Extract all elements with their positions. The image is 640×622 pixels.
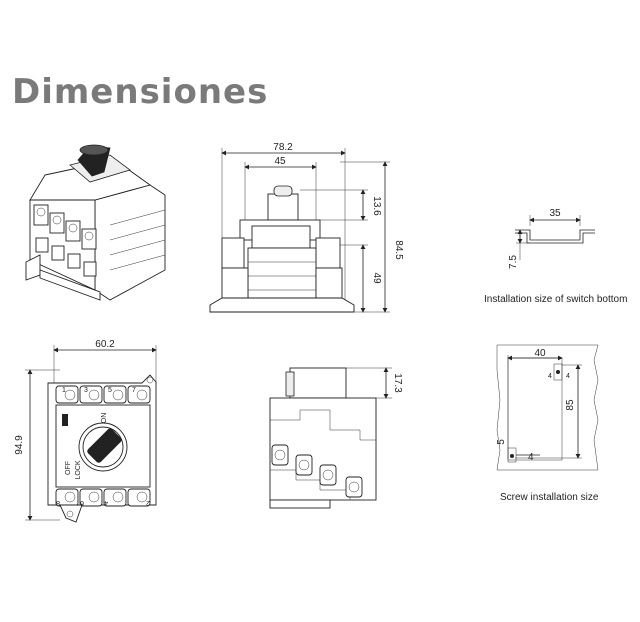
screw-layout	[496, 344, 599, 471]
front-inner-label: 45	[274, 156, 286, 167]
front-width-label: 78.2	[273, 142, 293, 153]
terminal-label-8: 8	[56, 499, 60, 506]
terminal-label-6: 6	[80, 499, 84, 506]
screw-caption: Screw installation size	[500, 492, 599, 503]
iso-terminals	[33, 204, 97, 277]
terminals-bottom	[55, 488, 151, 507]
screw-bottom-label: 4	[528, 452, 534, 463]
rail-width-label: 35	[549, 208, 561, 219]
rail-height-label: 7.5	[508, 255, 519, 269]
terminal-label-5: 5	[108, 387, 112, 394]
side-terminals	[271, 444, 363, 498]
lock-label: LOCK	[75, 460, 82, 479]
isometric-view	[25, 144, 166, 301]
terminal-label-3: 3	[84, 387, 88, 394]
terminal-label-1: 1	[62, 387, 66, 394]
side-view	[269, 367, 392, 509]
front-view	[209, 148, 390, 313]
front-height-label: 84.5	[393, 240, 404, 260]
screw-vertical-label: 85	[565, 399, 576, 411]
rail-profile	[515, 215, 595, 260]
side-top-label: 17.3	[392, 373, 403, 393]
rail-caption: Installation size of switch bottom	[484, 294, 628, 305]
terminals-top	[55, 385, 151, 404]
on-label: ON	[101, 413, 108, 424]
terminal-label-7: 7	[132, 387, 136, 394]
front-top-label: 13.6	[371, 196, 382, 216]
page-title: Dimensiones	[12, 72, 269, 112]
screw-small-c-label: 4	[548, 373, 552, 380]
off-label: OFF	[65, 461, 72, 475]
front-body-label: 49	[371, 272, 382, 284]
terminal-label-2: 2	[146, 499, 150, 506]
screw-horizontal-label: 40	[534, 348, 546, 359]
screw-small-b-label: 5	[496, 439, 507, 445]
screw-small-a-label: 4	[566, 373, 570, 380]
top-width-label: 60.2	[95, 339, 115, 350]
terminal-label-4: 4	[104, 499, 108, 506]
top-height-label: 94.9	[14, 435, 25, 455]
top-view	[25, 345, 157, 523]
